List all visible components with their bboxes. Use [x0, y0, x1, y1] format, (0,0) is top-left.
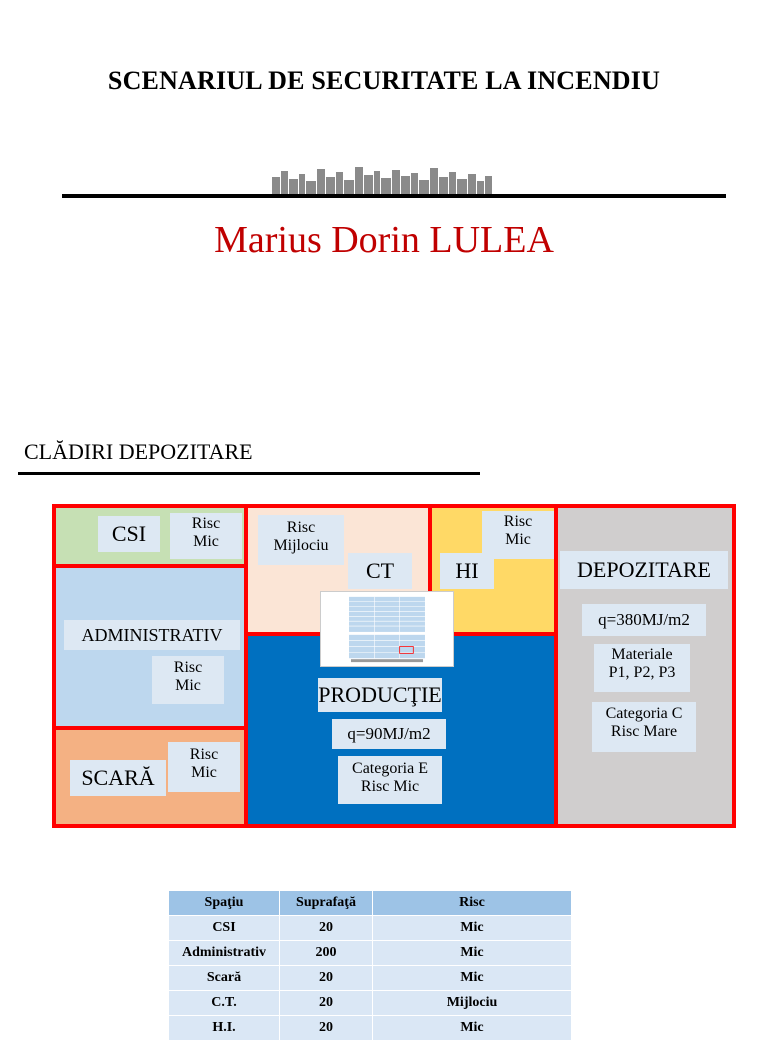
hi-label: HI	[440, 553, 494, 589]
section-divider	[18, 472, 480, 475]
cell-risc: Mic	[372, 965, 572, 991]
section-heading: CLĂDIRI DEPOZITARE	[24, 439, 253, 464]
cell-spatiu: CSI	[168, 915, 280, 941]
author-name: Marius Dorin LULEA	[214, 219, 554, 261]
administrativ-risk-label: Risc Mic	[152, 656, 224, 704]
csi-label: CSI	[98, 516, 160, 552]
header-risc: Risc	[372, 890, 572, 916]
scara-label: SCARĂ	[70, 760, 166, 796]
table-row: Administrativ 200 Mic	[168, 940, 572, 966]
document-title: SCENARIUL DE SECURITATE LA INCENDIU	[107, 66, 661, 95]
ct-label: CT	[348, 553, 412, 589]
cell-risc: Mic	[372, 915, 572, 941]
cell-risc: Mic	[372, 940, 572, 966]
productie-load-label: q=90MJ/m2	[332, 719, 446, 749]
cell-suprafata: 20	[279, 915, 373, 941]
hi-risk-label: Risc Mic	[482, 511, 554, 559]
depozitare-load-label: q=380MJ/m2	[582, 604, 706, 636]
table-row: Scară 20 Mic	[168, 965, 572, 991]
table-thumbnail	[320, 591, 454, 667]
depozitare-category-label: Categoria C Risc Mare	[592, 702, 696, 752]
administrativ-label: ADMINISTRATIV	[64, 620, 240, 650]
depozitare-label: DEPOZITARE	[560, 551, 728, 589]
cell-spatiu: C.T.	[168, 990, 280, 1016]
csi-risk-label: Risc Mic	[170, 513, 242, 559]
table-row: CSI 20 Mic	[168, 915, 572, 941]
depozitare-materials-label: Materiale P1, P2, P3	[594, 644, 690, 692]
cell-suprafata: 20	[279, 990, 373, 1016]
table-header-row: Spaţiu Suprafaţă Risc	[168, 890, 572, 916]
cell-spatiu: Scară	[168, 965, 280, 991]
header-spatiu: Spaţiu	[168, 890, 280, 916]
cell-suprafata: 20	[279, 965, 373, 991]
scara-risk-label: Risc Mic	[168, 742, 240, 792]
productie-category-label: Categoria E Risc Mic	[338, 756, 442, 804]
cell-suprafata: 200	[279, 940, 373, 966]
cell-suprafata: 20	[279, 1015, 373, 1041]
table-row: C.T. 20 Mijlociu	[168, 990, 572, 1016]
table-row: H.I. 20 Mic	[168, 1015, 572, 1041]
city-skyline-graphic	[272, 167, 492, 195]
header-suprafata: Suprafaţă	[279, 890, 373, 916]
risk-table: Spaţiu Suprafaţă Risc CSI 20 Mic Adminis…	[168, 890, 572, 1041]
cell-spatiu: Administrativ	[168, 940, 280, 966]
cell-risc: Mijlociu	[372, 990, 572, 1016]
cell-risc: Mic	[372, 1015, 572, 1041]
cell-spatiu: H.I.	[168, 1015, 280, 1041]
ct-risk-label: Risc Mijlociu	[258, 515, 344, 565]
productie-label: PRODUCŢIE	[318, 678, 442, 712]
title-divider	[62, 194, 726, 198]
